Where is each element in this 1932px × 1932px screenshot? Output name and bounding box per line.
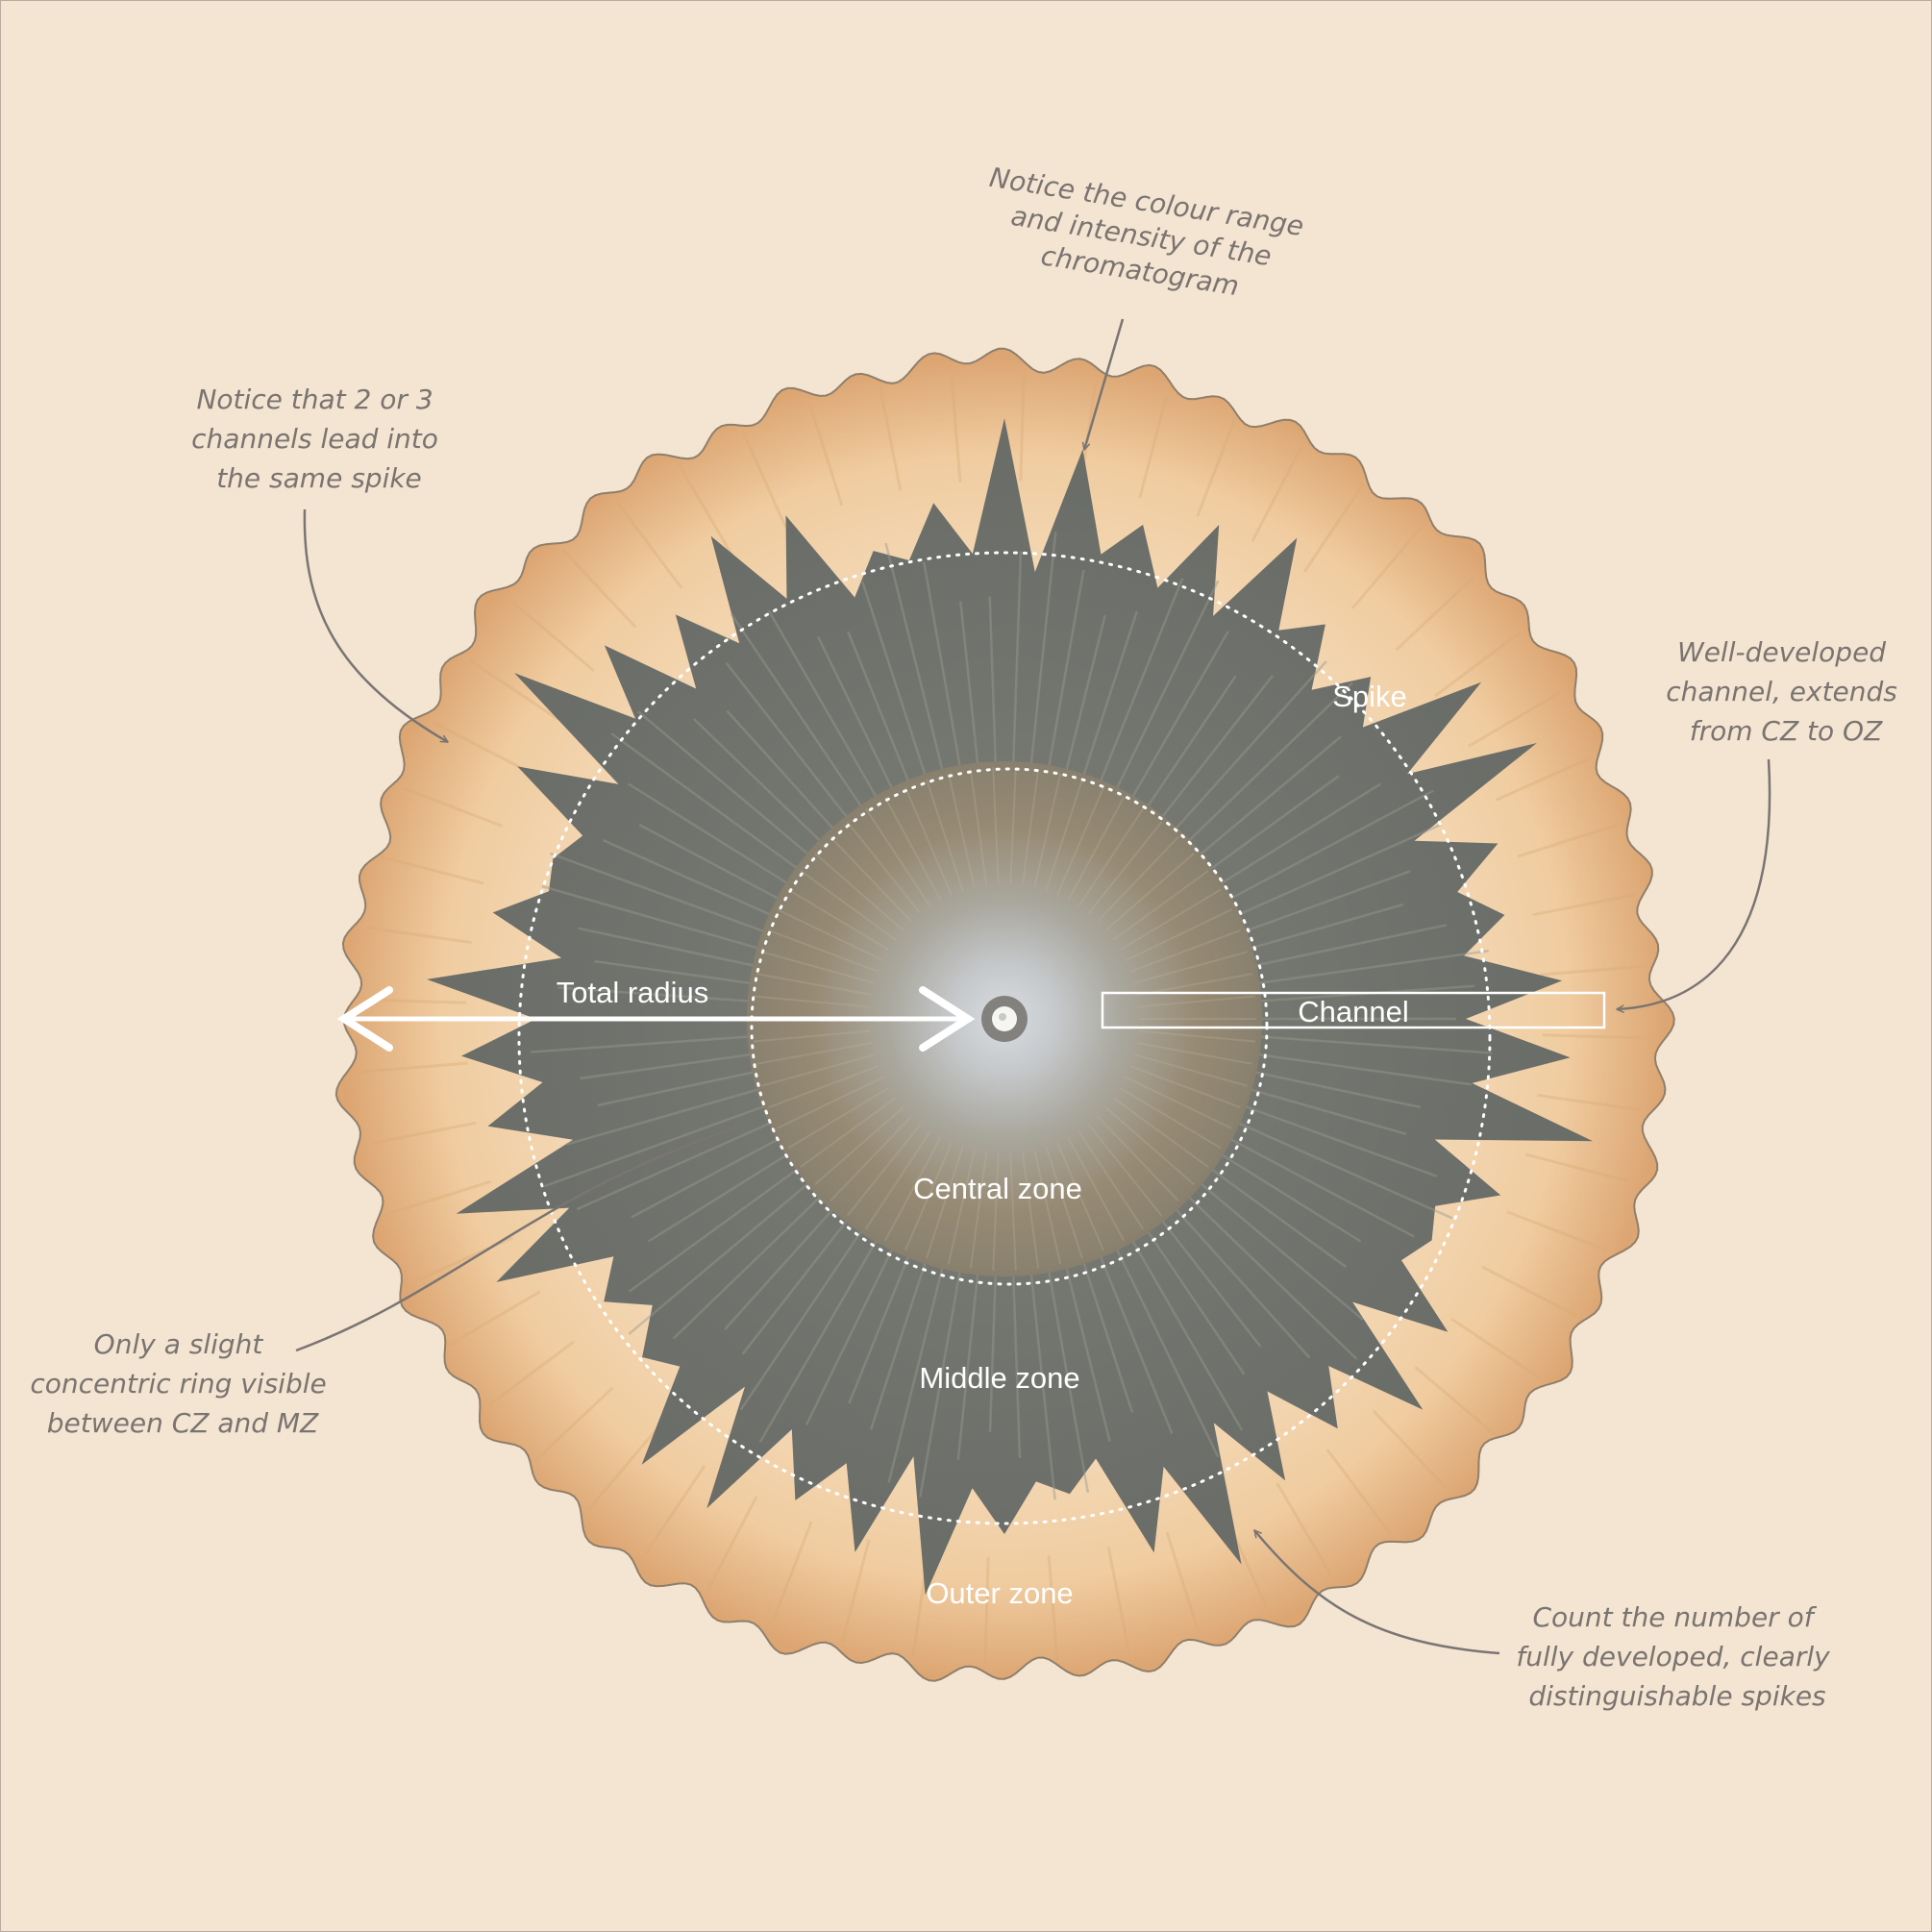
annotation-arrow (303, 508, 448, 744)
annotation-channels-same-spike: Notice that 2 or 3 channels lead into th… (191, 384, 448, 744)
center-hole (981, 996, 1028, 1042)
central-zone-streaks (753, 767, 1256, 1271)
annotation-arrow (1617, 758, 1771, 1009)
annotation-arrow (1254, 1530, 1500, 1655)
central-zone-label: Central zone (913, 1172, 1082, 1205)
outer-zone-label: Outer zone (926, 1576, 1073, 1610)
middle-zone-boundary-ring (517, 551, 1492, 1525)
spike-label: Spike (1332, 680, 1407, 713)
total-radius-arrow (336, 986, 976, 1052)
annotation-concentric-ring: Only a slight concentric ring visible be… (30, 1127, 740, 1439)
channel-streaks (516, 532, 1493, 1500)
channel-highlight-box (1101, 991, 1606, 1029)
svg-text:Notice the colour range: Notice the colour range and intensity of… (977, 161, 1314, 312)
channel-label: Channel (1298, 995, 1408, 1028)
svg-text:Well-developed channel,: Well-developed channel, extends from CZ … (1666, 636, 1906, 747)
middle-zone-label: Middle zone (919, 1361, 1079, 1395)
annotation-well-developed-channel: Well-developed channel, extends from CZ … (1617, 636, 1906, 1009)
svg-text:Only a slight concentric: Only a slight concentric ring visible be… (30, 1328, 334, 1439)
annotation-arrow (295, 1127, 740, 1352)
annotation-arrow (1084, 318, 1125, 450)
total-radius-label: Total radius (557, 976, 709, 1009)
annotation-count-spikes: Count the number of fully developed, cle… (1254, 1530, 1838, 1712)
svg-text:Count the number of full: Count the number of fully developed, cle… (1516, 1601, 1838, 1712)
svg-text:Notice that 2 or 3 chann: Notice that 2 or 3 channels lead into th… (191, 384, 447, 494)
